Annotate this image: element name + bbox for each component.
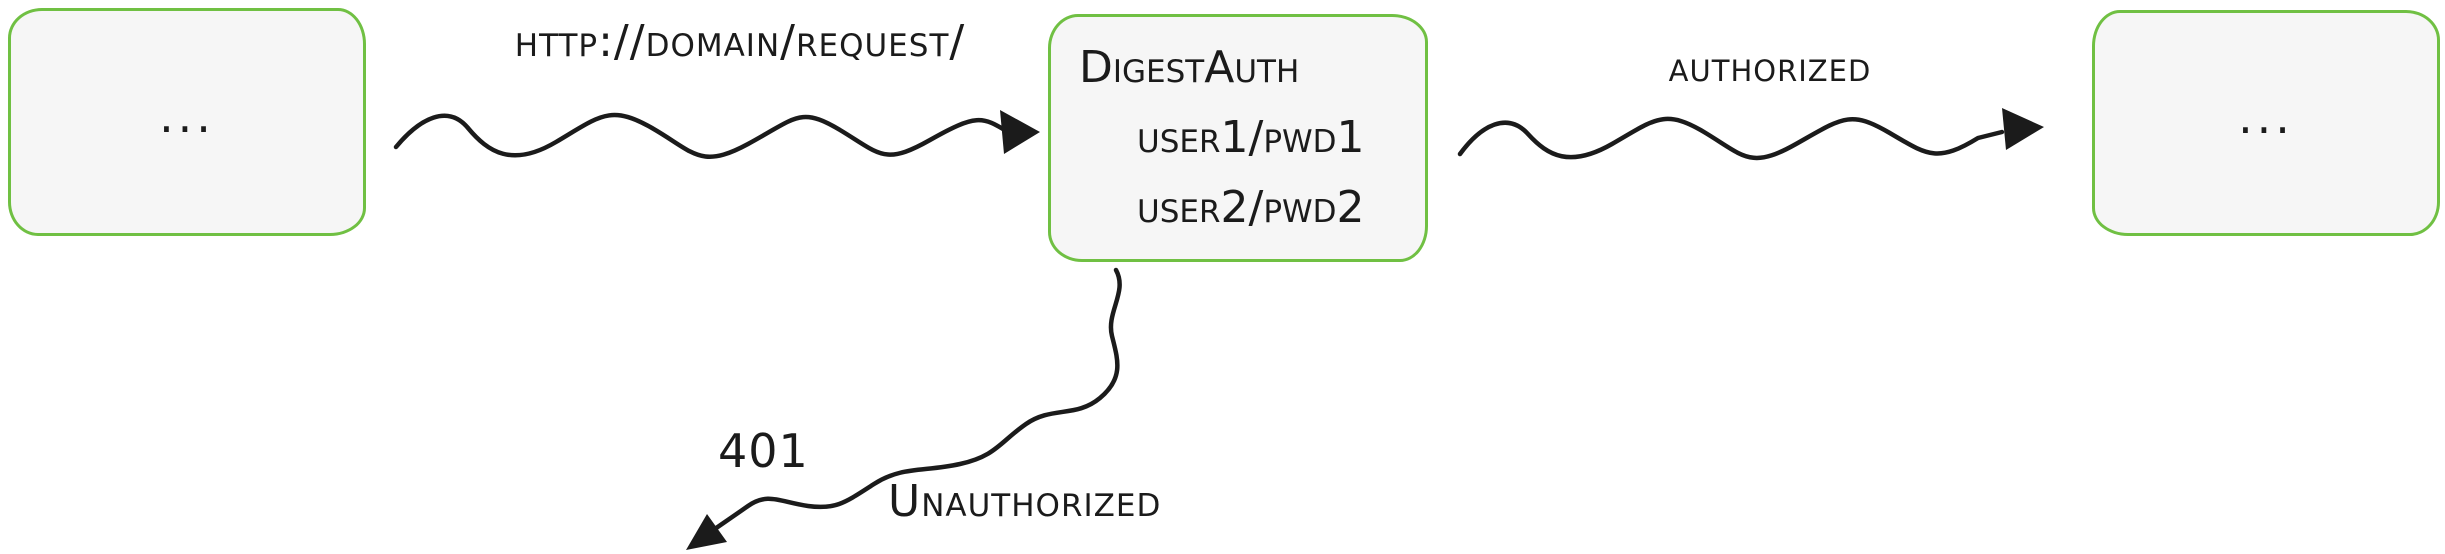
auth-server-cred1: user1/pwd1: [1137, 112, 1365, 163]
unauthorized-edge-label: Unauthorized: [888, 476, 1162, 527]
node-auth-server: DigestAuth user1/pwd1 user2/pwd2: [1048, 14, 1428, 262]
authorized-arrow: [1457, 108, 2044, 161]
node-client-left: ...: [8, 8, 366, 236]
request-arrow-line: [393, 112, 1027, 159]
unauthorized-code-label: 401: [718, 424, 809, 478]
authorized-edge-label: authorized: [1668, 42, 1872, 91]
auth-server-text: DigestAuth user1/pwd1 user2/pwd2: [1051, 17, 1365, 243]
auth-server-cred2: user2/pwd2: [1137, 182, 1365, 233]
request-arrow: [393, 110, 1040, 159]
unauthorized-arrowhead-icon: [686, 514, 727, 550]
client-left-label: ...: [159, 89, 215, 143]
request-edge-label: http://domain/request/: [514, 16, 966, 67]
node-client-right: ...: [2092, 10, 2440, 236]
client-right-label: ...: [2238, 90, 2294, 144]
authorized-arrowhead-icon: [2002, 108, 2044, 150]
request-arrowhead-icon: [1000, 110, 1040, 154]
auth-server-title: DigestAuth: [1079, 42, 1300, 93]
authorized-arrow-line: [1457, 116, 2005, 161]
